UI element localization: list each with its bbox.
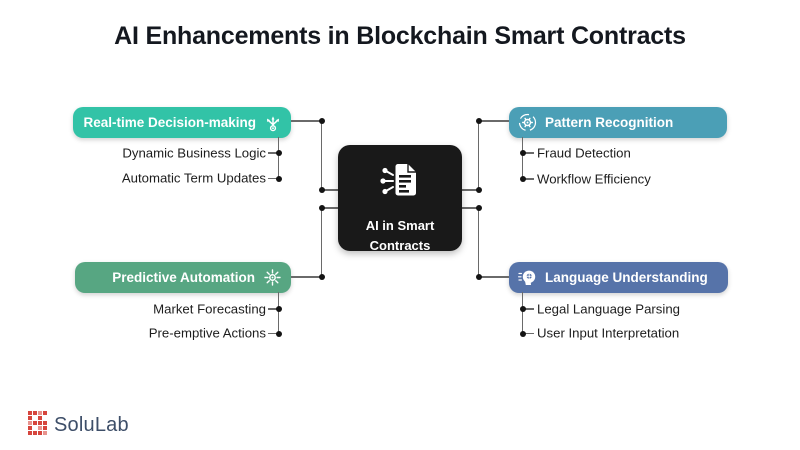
connector-line — [522, 332, 534, 335]
connector-line — [521, 292, 524, 334]
connector-line — [268, 308, 279, 310]
branch-label-language: Language Understanding — [545, 270, 708, 285]
branch-pill-realtime: Real-time Decision-making — [73, 107, 291, 138]
center-node: AI in Smart Contracts — [338, 145, 462, 253]
connector-line — [277, 137, 280, 179]
connector-line — [462, 189, 479, 191]
branch-item: Market Forecasting — [153, 301, 266, 317]
connector-dot — [275, 175, 282, 182]
connector-dot — [275, 306, 282, 312]
connector-line — [462, 207, 479, 209]
connector-line — [478, 120, 509, 122]
branch-label-predictive: Predictive Automation — [112, 270, 255, 285]
connector-line — [268, 177, 279, 180]
connector-dot — [318, 118, 325, 124]
branch-item: Fraud Detection — [537, 145, 631, 161]
connector-line — [522, 152, 534, 154]
connector-line — [522, 178, 534, 180]
branch-pill-predictive: Predictive Automation — [75, 262, 291, 293]
branch-item: Dynamic Business Logic — [122, 145, 266, 161]
connector-line — [320, 121, 323, 190]
connector-dot — [475, 205, 482, 211]
branch-item: User Input Interpretation — [537, 325, 680, 341]
connector-dot — [275, 330, 282, 337]
connector-dot — [318, 274, 325, 280]
connector-dot — [519, 306, 526, 312]
page-title: AI Enhancements in Blockchain Smart Cont… — [114, 22, 686, 50]
connector-dot — [519, 176, 526, 182]
connector-line — [477, 121, 480, 190]
branch-item: Pre-emptive Actions — [148, 325, 266, 341]
connector-line — [320, 208, 323, 277]
connector-dot — [475, 118, 482, 124]
ai-head-icon — [518, 268, 537, 287]
connector-line — [477, 208, 480, 277]
solulab-logo-text: SoluLab — [54, 414, 129, 436]
connector-dot — [475, 186, 482, 193]
branch-pill-pattern: Pattern Recognition — [509, 107, 727, 138]
branch-item: Workflow Efficiency — [537, 171, 651, 187]
connector-line — [268, 332, 279, 335]
ai-document-icon — [378, 159, 422, 208]
connector-line — [268, 152, 279, 154]
connector-dot — [318, 205, 325, 211]
center-node-line2: Contracts — [369, 237, 431, 253]
branch-label-realtime: Real-time Decision-making — [83, 115, 256, 130]
center-node-label: AI in Smart Contracts — [366, 216, 435, 255]
connector-line — [291, 276, 322, 278]
gear-burst-icon — [263, 268, 282, 287]
solulab-pixel-logo-icon — [28, 411, 48, 440]
connector-dot — [519, 330, 526, 337]
connector-dot — [275, 150, 282, 156]
connector-line — [478, 276, 509, 278]
branch-item: Automatic Term Updates — [121, 170, 266, 186]
connector-line — [321, 207, 338, 209]
connector-line — [521, 137, 524, 180]
gear-cycle-icon — [518, 113, 537, 132]
connector-line — [321, 189, 338, 191]
branch-label-pattern: Pattern Recognition — [545, 115, 674, 130]
connector-line — [522, 308, 534, 310]
connector-dot — [475, 274, 482, 280]
branch-pill-language: Language Understanding — [509, 262, 728, 293]
solulab-logo: SoluLab — [28, 411, 129, 440]
connector-dot — [318, 186, 325, 193]
center-node-line1: AI in Smart — [365, 218, 435, 233]
connector-line — [291, 120, 322, 122]
connector-line — [277, 292, 280, 334]
connector-dot — [519, 150, 526, 156]
branch-item: Legal Language Parsing — [537, 301, 680, 317]
branch-split-icon — [264, 114, 282, 132]
